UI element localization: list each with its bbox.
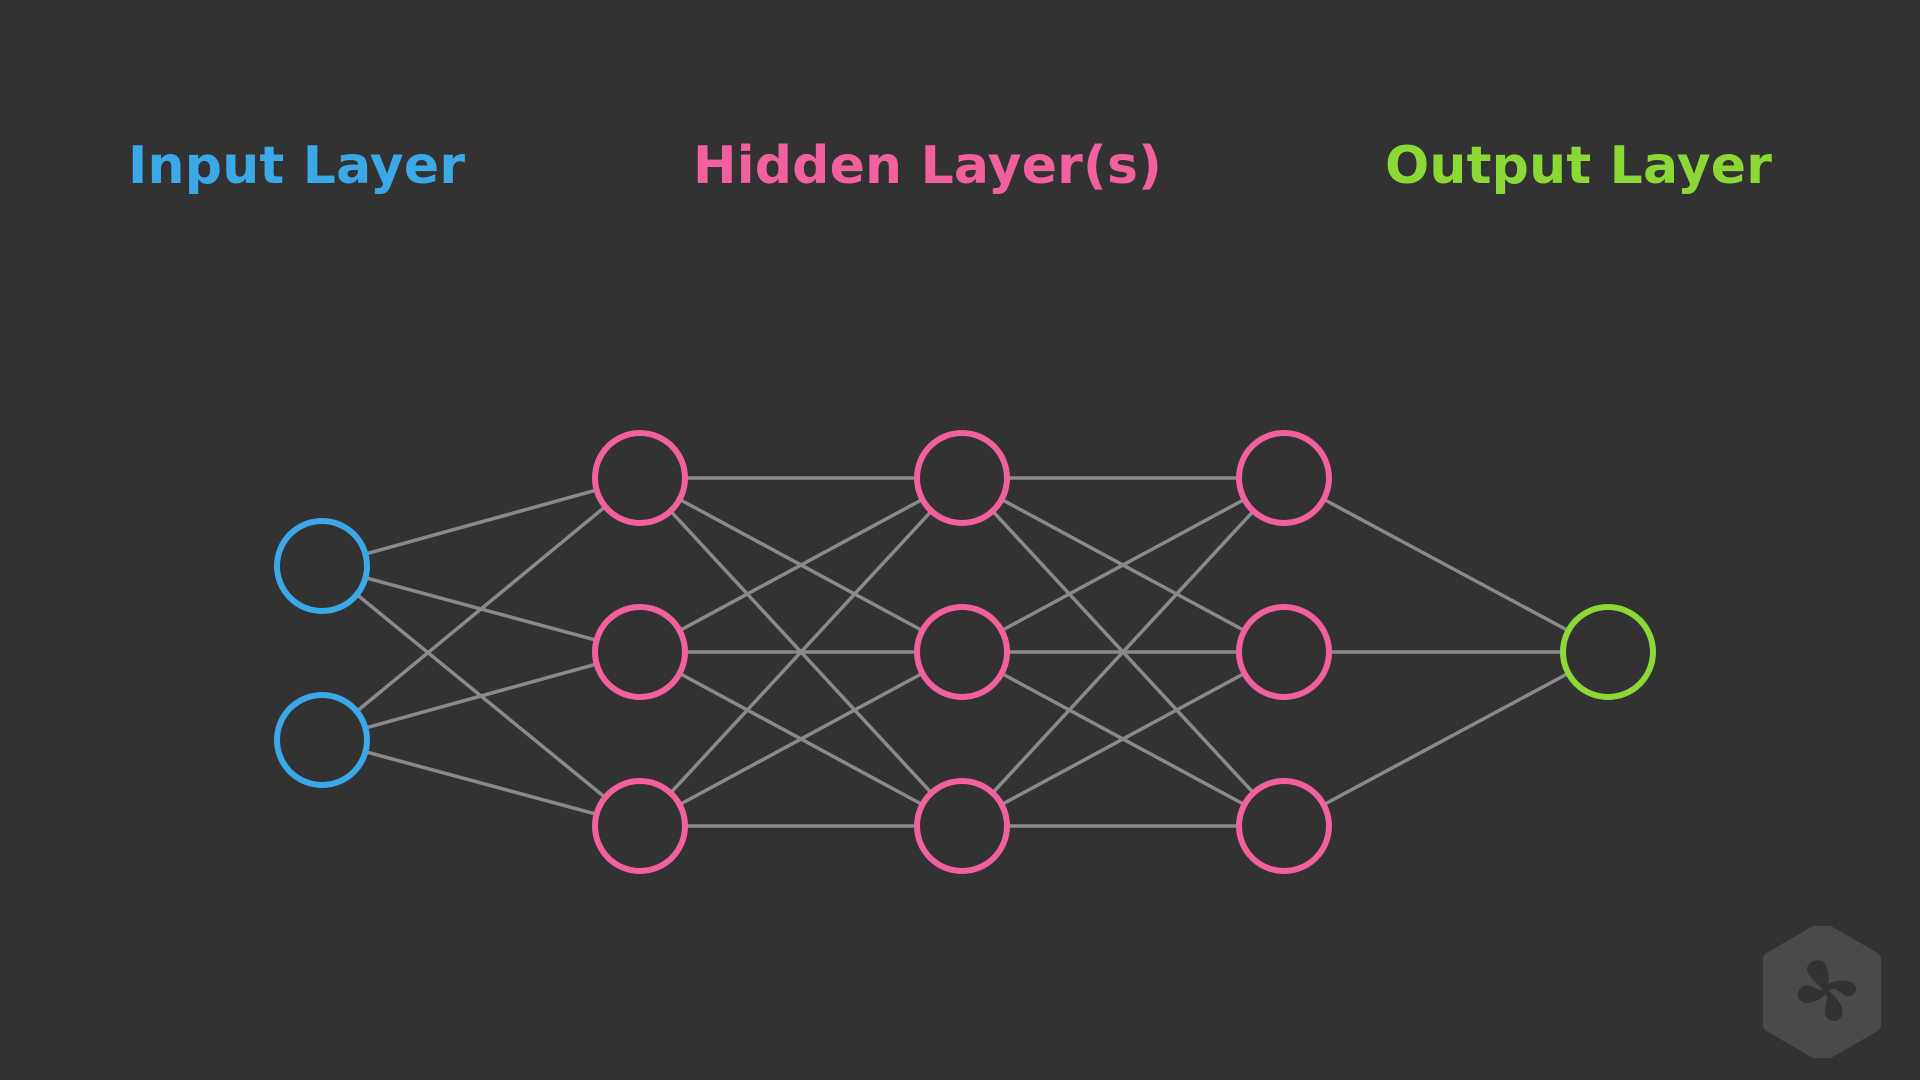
edge-hidden-2-2-to-hidden-3-1: [960, 650, 1286, 828]
node-fill-hidden-3-2: [1242, 784, 1326, 868]
neuron-hidden-3-2: [1236, 604, 1332, 700]
neuron-hidden-3-3: [1236, 778, 1332, 874]
neuron-hidden-2-1: [914, 430, 1010, 526]
edge-input-1-to-hidden-1-2: [320, 738, 642, 828]
node-fill-input-0: [280, 524, 364, 608]
edge-hidden-3-2-to-output-0: [1282, 650, 1610, 828]
edge-input-0-to-hidden-1-0: [320, 476, 642, 568]
edge-hidden-1-2-to-hidden-2-0: [638, 476, 964, 828]
node-fill-hidden-3-0: [1242, 436, 1326, 520]
node-fill-hidden-2-2: [920, 784, 1004, 868]
node-fill-hidden-2-0: [920, 436, 1004, 520]
node-fill-hidden-2-1: [920, 610, 1004, 694]
node-fill-input-1: [280, 698, 364, 782]
neuron-input-2: [274, 692, 370, 788]
hexagon-neuron-logo-icon: [1763, 926, 1881, 1058]
nodes-group: [274, 430, 1656, 874]
neuron-input-1: [274, 518, 370, 614]
node-fill-hidden-1-1: [598, 610, 682, 694]
neuron-hidden-3-1: [1236, 430, 1332, 526]
edge-hidden-3-0-to-output-0: [1282, 476, 1610, 654]
neuron-hidden-1-3: [592, 778, 688, 874]
neuron-output-1: [1560, 604, 1656, 700]
edge-input-1-to-hidden-1-0: [320, 476, 642, 742]
watermark-glyph: [1797, 960, 1857, 1021]
edges-group: [320, 476, 1610, 828]
node-fill-hidden-3-1: [1242, 610, 1326, 694]
node-fill-hidden-1-0: [598, 436, 682, 520]
edge-hidden-2-1-to-hidden-3-0: [960, 476, 1286, 654]
edge-hidden-1-1-to-hidden-2-0: [638, 476, 964, 654]
neuron-hidden-1-2: [592, 604, 688, 700]
neuron-hidden-2-2: [914, 604, 1010, 700]
node-fill-output-0: [1566, 610, 1650, 694]
watermark-splat: [1797, 960, 1857, 1021]
edge-input-1-to-hidden-1-1: [320, 650, 642, 742]
neuron-hidden-1-1: [592, 430, 688, 526]
edge-hidden-2-2-to-hidden-3-0: [960, 476, 1286, 828]
neuron-hidden-2-3: [914, 778, 1010, 874]
node-fill-hidden-1-2: [598, 784, 682, 868]
edge-hidden-1-2-to-hidden-2-1: [638, 650, 964, 828]
